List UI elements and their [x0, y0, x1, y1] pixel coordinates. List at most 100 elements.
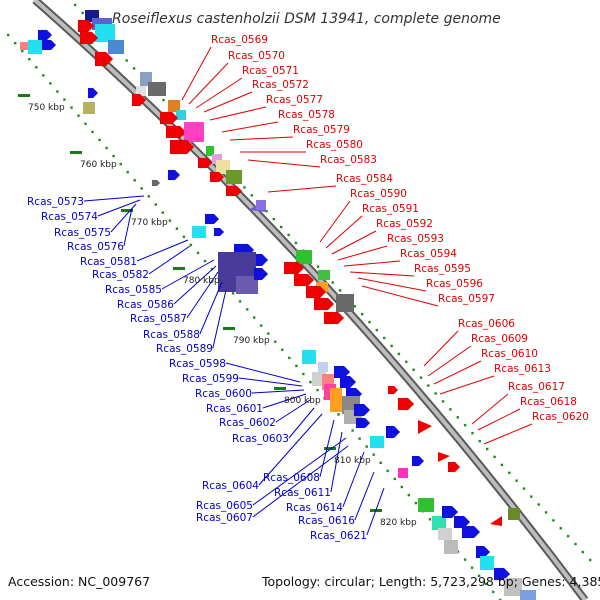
gene-label-forward: Rcas_0613: [494, 363, 551, 375]
leader-line-forward: [477, 408, 521, 431]
scale-major-tick: [70, 151, 82, 154]
tick-mark: [243, 186, 246, 189]
gene-label-reverse: Rcas_0586: [117, 299, 174, 311]
gene-box: [148, 82, 166, 96]
gene-label-reverse: Rcas_0604: [202, 480, 259, 492]
gene-arrow-forward: [438, 452, 450, 462]
tick-mark: [295, 364, 298, 368]
gene-label-forward: Rcas_0609: [471, 333, 528, 345]
tick-mark: [267, 332, 270, 335]
gene-label-reverse: Rcas_0614: [286, 502, 343, 514]
tick-mark: [358, 437, 361, 440]
tick-mark: [393, 477, 396, 481]
gene-arrow-forward: [79, 31, 99, 45]
gene-arrow-forward: [131, 93, 147, 107]
leader-line-forward: [343, 260, 401, 267]
tick-mark: [175, 227, 179, 230]
gene-label-forward: Rcas_0579: [293, 124, 350, 136]
tick-mark: [133, 179, 136, 182]
tick-mark: [70, 106, 73, 109]
leader-line-forward: [471, 393, 509, 425]
tick-mark: [477, 574, 481, 577]
leader-line-layer: [83, 46, 533, 536]
tick-mark: [405, 360, 408, 363]
leader-line-forward: [195, 77, 243, 109]
tick-mark: [126, 171, 129, 174]
gene-label-reverse: Rcas_0574: [41, 211, 98, 223]
gene-label-forward: Rcas_0595: [414, 263, 471, 275]
tick-mark: [98, 138, 101, 142]
tick-mark: [49, 82, 52, 85]
tick-mark: [132, 67, 136, 70]
tick-mark: [463, 558, 467, 561]
leader-line-forward: [483, 423, 533, 445]
gene-arrow-reverse: [37, 29, 53, 41]
gene-arrow-forward: [447, 461, 461, 473]
leader-line-reverse: [262, 393, 307, 409]
gene-arrow-reverse: [353, 403, 371, 417]
gene-label-reverse: Rcas_0616: [298, 515, 355, 527]
tick-mark: [386, 469, 389, 473]
gene-arrow-forward: [418, 420, 432, 434]
tick-mark: [353, 305, 356, 308]
tick-mark: [154, 203, 157, 206]
gene-arrow-forward: [169, 139, 195, 155]
gene-box: [316, 282, 328, 292]
scale-label: 750 kbp: [28, 103, 65, 113]
gene-arrow-forward: [490, 516, 502, 526]
gene-arrow-forward: [94, 51, 114, 67]
tick-mark: [360, 313, 364, 316]
tick-mark: [294, 241, 298, 245]
leader-line-forward: [337, 245, 388, 261]
tick-mark: [419, 376, 423, 379]
gene-arrow-forward: [305, 285, 327, 299]
gene-box: [318, 362, 328, 372]
leader-line-reverse: [148, 245, 191, 275]
tick-mark: [35, 66, 38, 69]
tick-mark: [544, 511, 548, 514]
gene-box: [336, 294, 354, 312]
gene-label-reverse: Rcas_0608: [263, 472, 320, 484]
tick-mark: [566, 535, 570, 538]
tick-mark: [530, 495, 533, 498]
scale-label: 810 kbp: [334, 456, 371, 466]
leader-line-forward: [247, 159, 321, 168]
tick-mark: [260, 324, 263, 327]
gene-arrow-reverse: [385, 425, 401, 439]
tick-mark: [162, 98, 165, 102]
gene-box: [318, 270, 330, 280]
gene-arrow-reverse: [87, 87, 99, 99]
leader-line-reverse: [275, 399, 311, 423]
gene-label-reverse: Rcas_0581: [80, 256, 137, 268]
tick-mark: [522, 487, 526, 490]
tick-mark: [203, 259, 207, 263]
tick-mark: [449, 408, 452, 411]
leader-line-reverse: [225, 362, 301, 383]
tick-mark: [42, 74, 45, 77]
gene-box: [444, 540, 458, 554]
leader-line-reverse: [354, 471, 375, 521]
leader-line-reverse: [173, 265, 217, 305]
tick-mark: [537, 503, 540, 506]
gene-arrow-forward: [197, 157, 213, 169]
text-layer: Roseiflexus castenholzii DSM 13941, comp…: [8, 11, 600, 589]
gene-box: [438, 528, 452, 540]
gene-box: [206, 146, 214, 156]
gene-box: [20, 42, 28, 50]
gene-label-forward: Rcas_0584: [336, 173, 393, 185]
tick-mark: [338, 289, 342, 292]
gene-label-forward: Rcas_0606: [458, 318, 515, 330]
leader-line-forward: [427, 345, 472, 377]
leader-line-reverse: [319, 419, 335, 478]
tick-mark: [302, 372, 305, 376]
tick-mark: [84, 122, 87, 125]
gene-label-reverse: Rcas_0621: [310, 530, 367, 542]
tick-mark: [463, 424, 467, 427]
gene-arrow-reverse: [167, 169, 181, 181]
gene-box: [108, 40, 124, 54]
gene-box: [302, 350, 316, 364]
gene-label-reverse: Rcas_0607: [196, 512, 253, 524]
tick-mark: [486, 447, 489, 451]
tick-mark: [581, 550, 584, 554]
gene-box: [520, 590, 536, 600]
